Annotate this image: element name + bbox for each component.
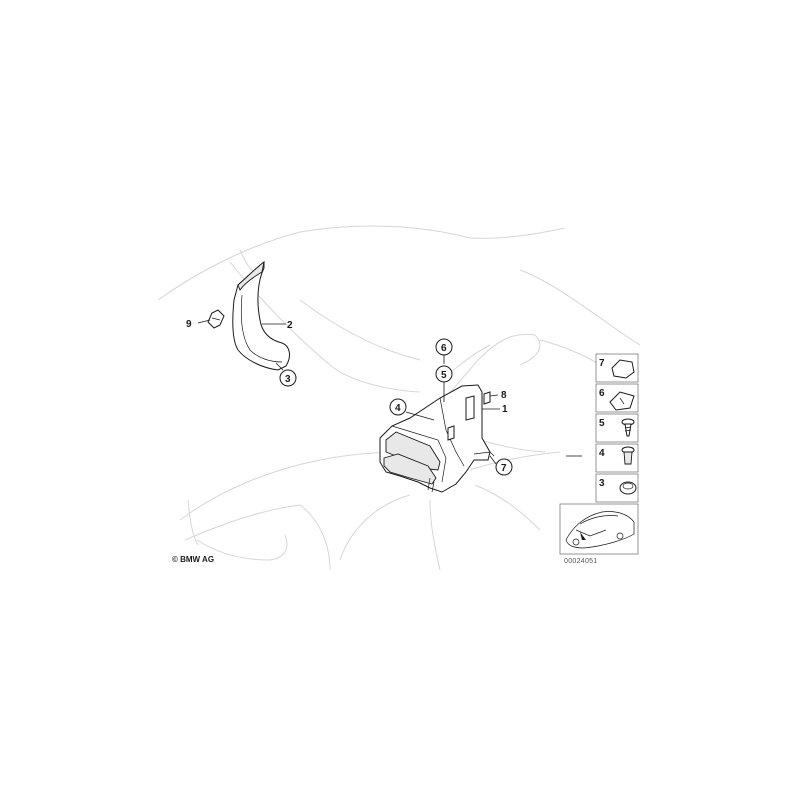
legend-item-4: 4	[595, 443, 639, 473]
clip-part-9	[207, 309, 225, 329]
legend-number: 6	[599, 388, 605, 399]
legend-number: 3	[599, 478, 605, 489]
legend-item-3: 3	[595, 473, 639, 503]
callout-6: 6	[441, 343, 447, 354]
side-trim-panel	[379, 384, 491, 493]
callout-6-circle: 6	[435, 338, 453, 356]
clip-nut-icon	[611, 359, 635, 379]
callout-1: 1	[502, 404, 508, 415]
expanding-rivet-icon	[621, 446, 635, 465]
screw-icon	[621, 418, 635, 437]
push-button-clip-icon	[619, 481, 637, 495]
callout-7: 7	[501, 463, 507, 474]
callout-4: 4	[395, 403, 401, 414]
callout-5-circle: 5	[435, 365, 453, 383]
callout-3: 3	[285, 374, 291, 385]
callout-9: 9	[186, 319, 192, 330]
callout-5: 5	[441, 370, 447, 381]
callout-7-circle: 7	[495, 458, 513, 476]
legend-number: 5	[599, 418, 605, 429]
legend-item-6: 6	[595, 383, 639, 413]
legend-number: 7	[599, 358, 605, 369]
leader-lines	[197, 319, 582, 465]
legend-item-5: 5	[595, 413, 639, 443]
legend-item-7: 7	[595, 353, 639, 383]
legend-number: 4	[599, 448, 605, 459]
clip-part-8	[483, 391, 491, 405]
ghost-outline	[157, 225, 641, 571]
copyright-text: © BMW AG	[172, 555, 215, 564]
a-pillar-trim	[232, 260, 290, 371]
tab-part-7	[473, 451, 495, 457]
callout-3-circle: 3	[279, 369, 297, 387]
callout-2: 2	[287, 320, 293, 331]
diagram-reference-number: 00024051	[564, 558, 598, 565]
callout-8: 8	[501, 390, 507, 401]
callout-4-circle: 4	[389, 398, 407, 416]
parts-legend: 7 6 5 4 3	[559, 353, 639, 555]
vehicle-overview-thumbnail	[559, 503, 639, 555]
